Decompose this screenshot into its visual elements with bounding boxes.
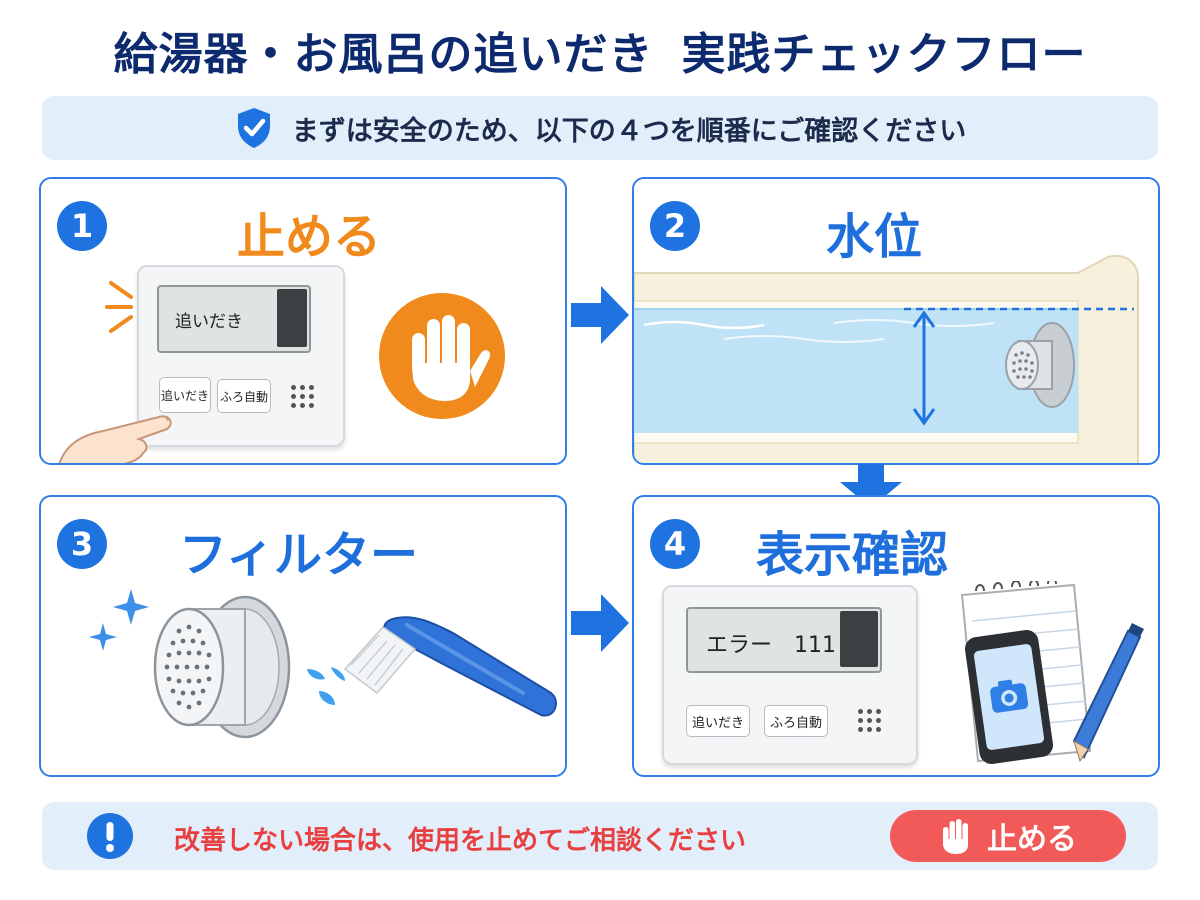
footer-bar: 改善しない場合は、使用を止めてご相談ください 止める: [42, 802, 1158, 870]
exclamation-icon: [87, 813, 133, 859]
title-part-2: 実践チェックフロー: [681, 29, 1087, 80]
stop-button[interactable]: 止める: [890, 810, 1126, 862]
sparkle-icon: [89, 589, 149, 651]
step-3-number: 3: [57, 519, 107, 569]
step-4-number: 4: [650, 519, 700, 569]
step-1-number: 1: [57, 201, 107, 251]
remote-display-error: エラー 111: [686, 607, 882, 673]
safety-banner: まずは安全のため、以下の４つを順番にご確認ください: [42, 96, 1158, 160]
arrow-right-1-to-2: [571, 286, 629, 344]
bath-remote-control-error: エラー 111 追いだき ふろ自動: [662, 585, 918, 765]
filter-illustration: [153, 595, 291, 739]
alert-lines-icon: [105, 281, 133, 333]
step-3-title: フィルター: [179, 527, 419, 583]
title-part-1: 給湯器・お風呂の追いだき: [113, 29, 654, 80]
footer-text: 改善しない場合は、使用を止めてご相談ください: [174, 826, 747, 856]
notepad-smartphone-camera-illustration: [960, 581, 1144, 764]
stop-button-label: 止める: [987, 822, 1077, 857]
error-display-text: エラー 111: [706, 633, 836, 658]
step-4-panel: 4 表示確認 エラー 111 追いだき ふろ自動: [632, 495, 1160, 777]
arrow-right-3-to-4: [571, 594, 629, 652]
banner-text: まずは安全のため、以下の４つを順番にご確認ください: [291, 115, 967, 147]
stop-hand-icon: [379, 293, 505, 419]
arrow-down-2-to-4: [840, 464, 902, 508]
remote-display: 追いだき: [157, 285, 311, 353]
oidaki-button-2[interactable]: 追いだき: [686, 705, 750, 737]
speaker-grille: [291, 385, 314, 408]
display-dark-segment: [277, 289, 307, 347]
furo-auto-button[interactable]: ふろ自動: [217, 379, 271, 413]
step-2-number: 2: [650, 201, 700, 251]
bathtub-water-level-illustration: [634, 255, 1139, 463]
speaker-grille-2: [858, 709, 881, 732]
page-title: 給湯器・お風呂の追いだき実践チェックフロー: [0, 18, 1200, 82]
cleaning-brush-illustration: [343, 616, 557, 717]
bath-remote-control: 追いだき 追いだき ふろ自動: [137, 265, 345, 447]
step-2-title: 水位: [826, 209, 923, 265]
hand-icon: [943, 819, 968, 854]
display-dark-segment: [840, 611, 878, 667]
oidaki-button[interactable]: 追いだき: [159, 377, 211, 413]
step-2-panel: 2 水位: [632, 177, 1160, 465]
pointing-finger-icon: [58, 415, 172, 463]
step-1-title: 止める: [237, 209, 382, 265]
shield-check-icon: [237, 108, 270, 148]
step-3-panel: 3 フィルター: [39, 495, 567, 777]
water-splash-icon: [307, 667, 345, 705]
display-text: 追いだき: [175, 312, 243, 332]
step-1-panel: 1 止める 追いだき 追いだき ふろ自動: [39, 177, 567, 465]
step-4-title: 表示確認: [756, 527, 949, 583]
furo-auto-button-2[interactable]: ふろ自動: [764, 705, 828, 737]
